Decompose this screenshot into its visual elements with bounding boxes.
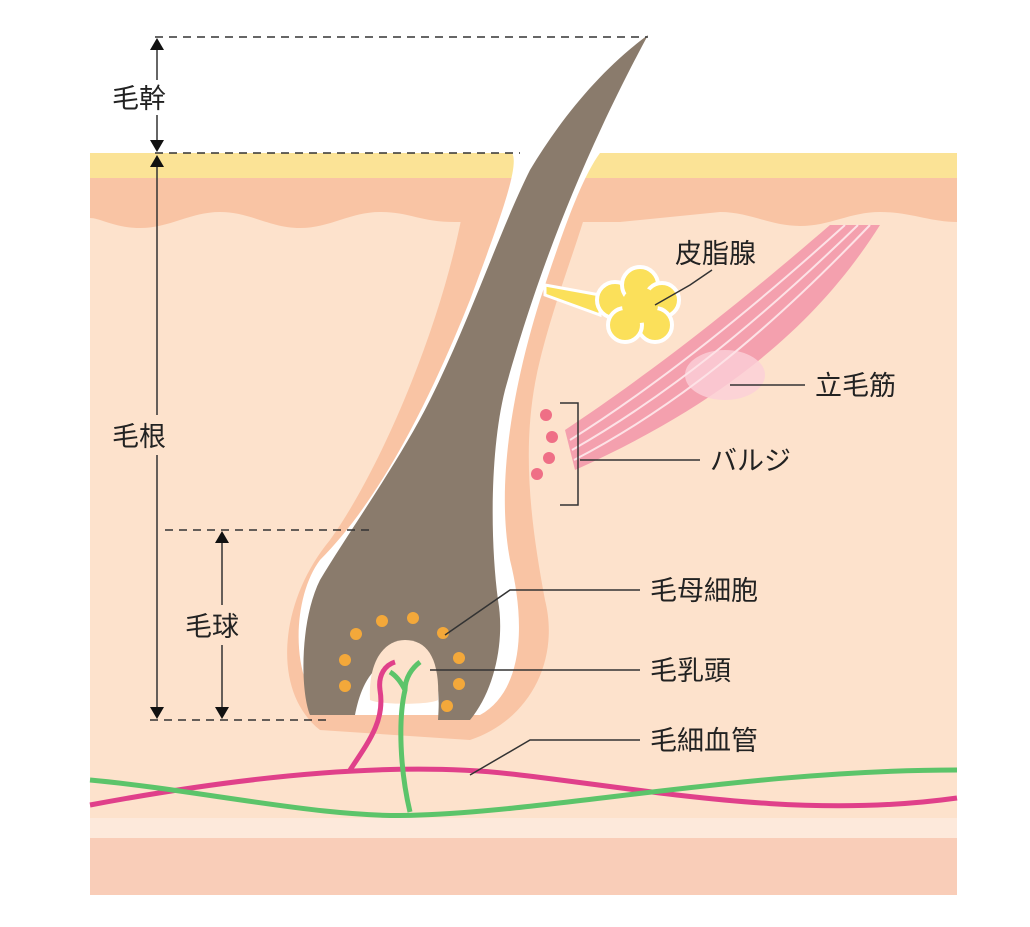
label-bulge: バルジ bbox=[710, 446, 791, 477]
label-hair-root: 毛根 bbox=[112, 422, 166, 453]
hair bbox=[303, 35, 648, 720]
vein-capillary bbox=[89, 767, 958, 819]
subcutis-band bbox=[90, 818, 957, 838]
label-capillaries: 毛細血管 bbox=[650, 726, 758, 757]
subcutis-layer bbox=[90, 838, 957, 895]
sebaceous-duct bbox=[543, 283, 602, 318]
label-dermal-papilla: 毛乳頭 bbox=[650, 656, 731, 687]
hair-matrix-dots bbox=[339, 612, 465, 712]
sebaceous-gland bbox=[595, 265, 681, 344]
arrector-pili-muscle bbox=[565, 224, 880, 470]
artery-branch bbox=[347, 659, 396, 772]
label-hair-bulb: 毛球 bbox=[185, 612, 239, 643]
measurement-guides bbox=[150, 36, 648, 721]
leader-lines bbox=[430, 269, 805, 776]
dermal-papilla bbox=[369, 640, 439, 704]
label-arrector-pili: 立毛筋 bbox=[815, 371, 896, 402]
vein-branch bbox=[388, 660, 422, 813]
arrowheads bbox=[150, 38, 229, 719]
label-hair-shaft: 毛幹 bbox=[112, 84, 166, 115]
label-hair-matrix-cells: 毛母細胞 bbox=[650, 576, 758, 607]
label-sebaceous-gland: 皮脂腺 bbox=[675, 239, 756, 270]
bulge-cells bbox=[531, 409, 558, 480]
artery-capillary bbox=[89, 766, 958, 809]
